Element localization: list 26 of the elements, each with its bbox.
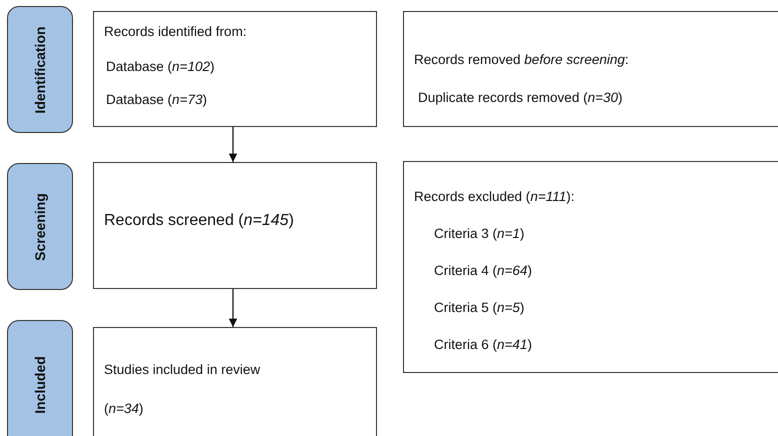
stage-label: [7, 6, 73, 133]
stage-title: Screening: [32, 192, 48, 260]
box-text: Records removed before screening:: [414, 52, 629, 67]
process-box: [93, 327, 377, 436]
box-text: (n=34): [104, 401, 144, 416]
box-text: Criteria 4 (n=64): [434, 263, 532, 278]
box-text: Database (n=102): [106, 59, 214, 74]
process-box: [93, 11, 377, 127]
box-text: Studies included in review: [104, 362, 260, 377]
box-text: Duplicate records removed (n=30): [418, 90, 622, 105]
arrow: [228, 289, 238, 327]
stage-title: Included: [32, 356, 48, 414]
process-box: [93, 162, 377, 289]
stage-label: [7, 163, 73, 290]
arrow: [228, 127, 238, 162]
process-box: [403, 161, 778, 373]
stage-title: Identification: [32, 26, 48, 114]
stage-label: [7, 320, 73, 436]
box-text: Criteria 5 (n=5): [434, 300, 524, 315]
process-box: [403, 11, 778, 127]
box-text: Records screened (n=145): [104, 212, 294, 230]
box-text: Records identified from:: [104, 24, 247, 39]
box-text: Criteria 6 (n=41): [434, 337, 532, 352]
box-text: Records excluded (n=111):: [414, 189, 574, 204]
box-text: Database (n=73): [106, 92, 207, 107]
box-text: Criteria 3 (n=1): [434, 226, 524, 241]
